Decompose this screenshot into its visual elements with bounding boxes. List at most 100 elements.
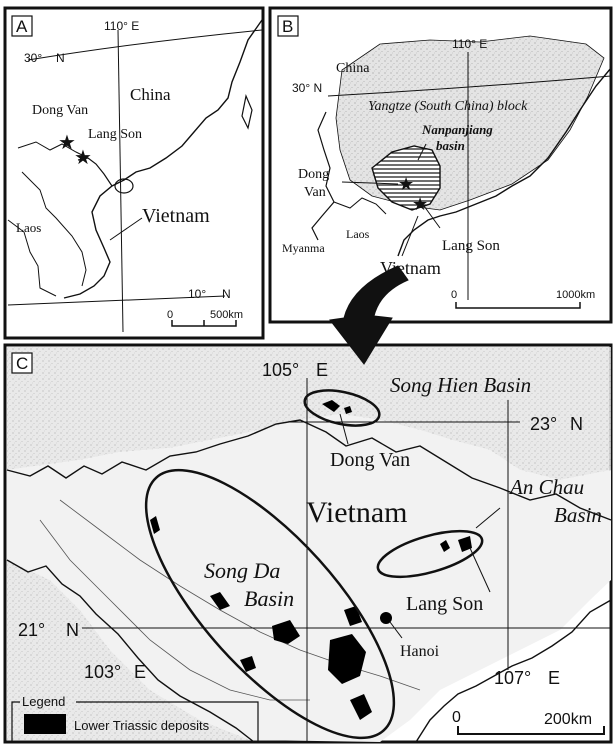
panel-a-lat-top: 30° — [24, 51, 42, 65]
panel-b-basin-leader — [417, 143, 427, 161]
panel-a-border-laos — [21, 171, 87, 287]
panel-c-meridian-105-label: 105° — [262, 360, 299, 380]
panel-b-scale-bar — [455, 302, 581, 309]
panel-a-lat-top-n: N — [56, 51, 65, 65]
panel-a-lat-bottom: 10° — [188, 287, 206, 301]
deposit-song-da-3 — [272, 620, 300, 644]
panel-b-lang-son: Lang Son — [442, 238, 500, 254]
panel-b-lat-label: 30° N — [292, 81, 322, 95]
panel-b-laos: Laos — [346, 227, 370, 241]
panel-c-an-chau-leader — [475, 507, 501, 529]
panel-a-coastline — [63, 19, 263, 299]
panel-b-coastline — [397, 67, 612, 257]
panel-c-river-da — [39, 519, 310, 701]
legend-frame — [11, 701, 259, 742]
panel-b-nanpanjiang-basin — [371, 145, 441, 211]
panel-a-vietnam: Vietnam — [142, 205, 210, 227]
panel-c-label: C — [16, 354, 28, 373]
deposit-song-hien — [322, 400, 340, 412]
panel-c-meridian-107-e: E — [548, 668, 560, 688]
panel-c-dong-van: Dong Van — [330, 449, 410, 471]
deposit-an-chau-2 — [458, 536, 472, 552]
panel-c-lat-23-label: 23° — [530, 414, 557, 434]
panel-c-lat-21-label: 21° — [18, 620, 45, 640]
deposit-song-da-6 — [350, 694, 372, 720]
panel-a-lang-son: Lang Son — [88, 127, 142, 142]
panel-b-dong-van-leader — [341, 181, 399, 185]
panel-b-west-border — [311, 111, 335, 241]
panel-a-dong-van: Dong Van — [32, 103, 88, 118]
panel-b-van: Van — [304, 185, 326, 200]
panel-c-scale-zero: 0 — [452, 709, 461, 726]
panel-c-song-hien-ellipse — [303, 389, 381, 427]
panel-c-legend: Legend Lower Triassic deposits — [11, 694, 259, 742]
panel-c-china-area — [7, 347, 611, 480]
panel-c-label-box — [11, 352, 33, 374]
panel-c-hanoi-dot — [380, 612, 392, 624]
legend-title: Legend — [22, 694, 65, 709]
panel-c-hanoi-leader — [389, 621, 403, 639]
panel-a-scale-bar — [171, 320, 237, 327]
panel-a-star-lang-son: ★ — [74, 147, 92, 169]
panel-c-song-da-ellipse — [144, 468, 396, 740]
panel-b-china: China — [336, 61, 370, 76]
panel-c-hanoi: Hanoi — [400, 643, 440, 660]
panel-a-scale-end: 500km — [210, 309, 243, 321]
panel-c-lang-son: Lang Son — [406, 593, 483, 615]
panel-c-meridian-103-e: E — [134, 662, 146, 682]
deposit-song-da-4 — [328, 634, 366, 684]
panel-b-label: B — [282, 17, 293, 36]
panel-c-song-hien: Song Hien Basin — [390, 373, 531, 397]
panel-c-coastline — [415, 599, 612, 743]
panel-c-lat-23-n: N — [570, 414, 583, 434]
panel-a: ★ ★ A 110° E 30° N 10° N China Dong Van … — [3, 6, 265, 340]
panel-c-laos-area — [7, 560, 250, 740]
panel-a-parallel-top — [27, 29, 263, 61]
panel-a-label-box — [11, 15, 33, 37]
panel-b: ★ ★ B 110° E 30° N China Yangtze (South … — [268, 6, 613, 324]
deposit-song-da-2 — [210, 592, 230, 610]
panel-b-meridian-label: 110° E — [452, 37, 487, 51]
panel-b-vietnam-leader — [401, 215, 419, 257]
panel-b-scale-end: 1000km — [556, 289, 595, 301]
deposit-song-da-1 — [150, 516, 160, 534]
deposit-song-hien-2 — [344, 406, 352, 414]
panel-a-laos: Laos — [16, 220, 41, 235]
panel-c-meridian-103-label: 103° — [84, 662, 121, 682]
panel-c-vietnam-land — [7, 414, 611, 742]
panel-c-dong-van-leader — [339, 413, 349, 445]
panel-b-block: Yangtze (South China) block — [368, 99, 528, 114]
panel-b-laos-border — [333, 197, 387, 215]
panel-c-country: Vietnam — [306, 496, 408, 529]
panel-a-lat-bottom-n: N — [222, 287, 231, 301]
panel-c-meridian-107-label: 107° — [494, 668, 531, 688]
panel-c-deposits — [150, 400, 472, 720]
panel-a-meridian-label: 110° E — [104, 19, 139, 33]
panel-b-star-lang-son: ★ — [412, 194, 428, 214]
panel-b-scale-zero: 0 — [451, 289, 457, 301]
panel-c-lat-21-n: N — [66, 620, 79, 640]
panel-c-an-chau-ellipse — [376, 529, 484, 579]
panel-c-scale-bar — [457, 726, 605, 735]
deposit-an-chau — [440, 540, 450, 552]
panel-b-myanma: Myanma — [282, 241, 325, 255]
panel-b-parallel — [327, 75, 612, 97]
panel-c-border-laos — [6, 559, 255, 743]
panel-b-basin-1: Nanpanjiang — [421, 122, 493, 137]
panel-c: C 105° E 23° N 21° N 103° E 107° E Vietn… — [3, 343, 613, 744]
legend-swatch — [24, 714, 66, 734]
panel-c-border-north — [6, 419, 612, 521]
panel-a-vietnam-leader — [109, 217, 143, 241]
panel-a-border-north — [17, 141, 89, 159]
panel-a-gulf-coast — [77, 157, 113, 187]
panel-a-star-dong-van: ★ — [58, 132, 76, 154]
panel-c-song-da-1: Song Da — [204, 558, 280, 583]
panel-b-star-dong-van: ★ — [398, 174, 414, 194]
panel-c-meridian-105-e: E — [316, 360, 328, 380]
panel-a-border-laos-2 — [7, 219, 57, 297]
legend-item: Lower Triassic deposits — [74, 718, 210, 733]
panel-b-dong: Dong — [298, 167, 329, 182]
arrow-body — [329, 265, 409, 365]
panel-c-an-chau-2: Basin — [554, 503, 602, 527]
